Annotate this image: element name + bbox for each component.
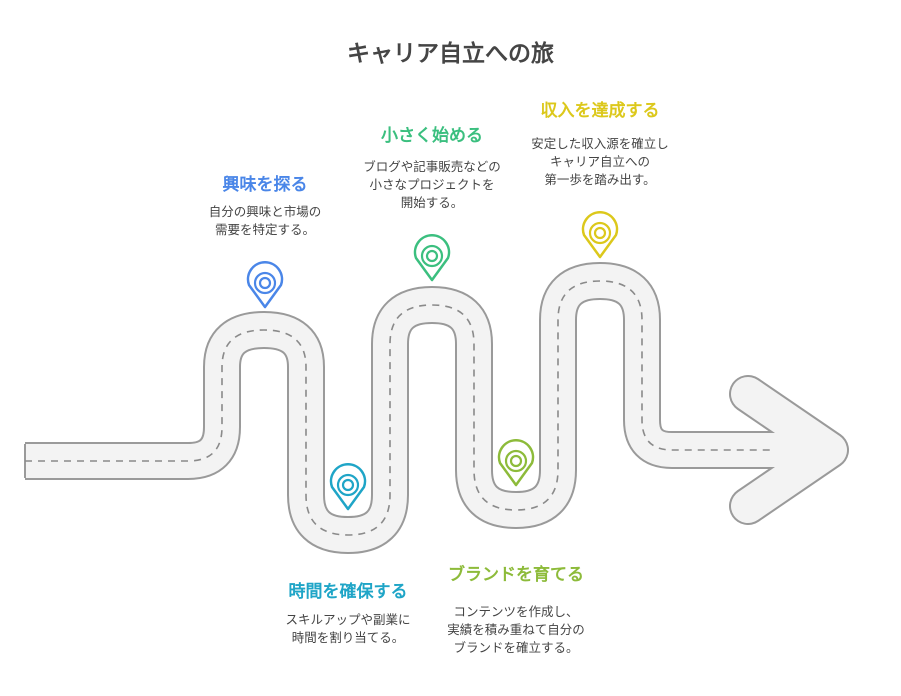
marker-income-icon [581,211,619,259]
step-desc-time: スキルアップや副業に 時間を割り当てる。 [285,612,411,645]
step-title-start-small: 小さく始める [381,126,483,146]
marker-time-icon [329,463,367,511]
step-title-explore: 興味を探る [222,175,308,195]
step-title-income: 収入を達成する [540,101,660,121]
diagram-title: キャリア自立への旅 [347,41,554,67]
step-desc-brand: コンテンツを作成し、 実績を積み重ねて自分の ブランドを確立する。 [447,604,585,655]
step-desc-income: 安定した収入源を確立し キャリア自立への 第一歩を踏み出す。 [531,136,669,187]
step-title-brand: ブランドを育てる [448,565,584,585]
marker-start-small-icon [413,234,451,282]
step-title-time: 時間を確保する [288,582,408,602]
marker-explore-icon [246,261,284,309]
marker-brand-icon [497,439,535,487]
step-desc-start-small: ブログや記事販売などの 小さなプロジェクトを 開始する。 [363,159,501,210]
step-desc-explore: 自分の興味と市場の 需要を特定する。 [208,204,322,237]
